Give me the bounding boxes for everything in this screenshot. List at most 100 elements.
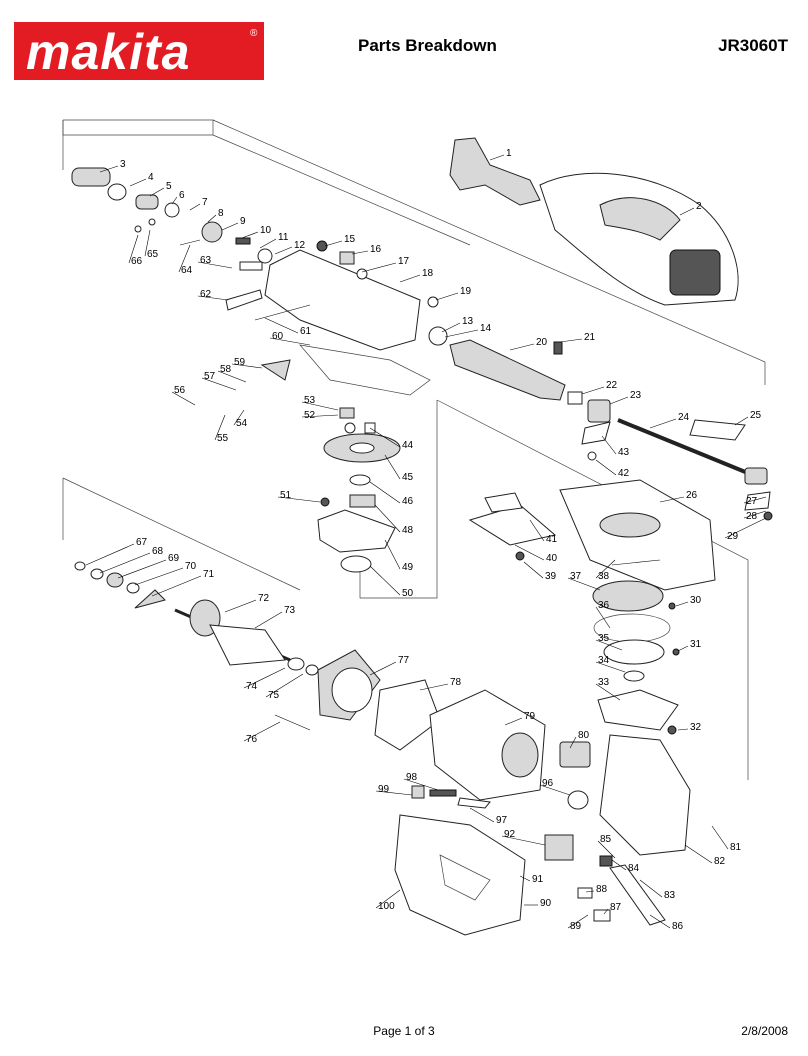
leader-line — [601, 435, 617, 455]
page-number: Page 1 of 3 — [373, 1024, 435, 1038]
callout-number: 75 — [268, 690, 280, 701]
leader-line — [171, 196, 178, 205]
callout-44: 44 — [369, 427, 414, 451]
callout-8: 8 — [207, 208, 224, 223]
leader-line — [501, 835, 546, 846]
callout-2: 2 — [679, 201, 702, 216]
leader-line — [384, 539, 401, 570]
callout-63: 63 — [197, 255, 233, 269]
callout-number: 69 — [168, 553, 180, 564]
callout-number: 78 — [450, 677, 462, 688]
callout-60: 60 — [269, 331, 311, 346]
callout-40: 40 — [514, 544, 558, 564]
leader-line — [99, 552, 151, 574]
leader-line — [224, 599, 257, 613]
callout-number: 49 — [402, 562, 414, 573]
callout-number: 24 — [678, 412, 690, 423]
callout-97: 97 — [469, 807, 508, 826]
leader-line — [324, 240, 343, 247]
callout-14: 14 — [444, 323, 492, 338]
callout-29: 29 — [724, 517, 767, 542]
leader-line — [201, 377, 237, 391]
callout-48: 48 — [374, 504, 414, 536]
leader-line — [197, 261, 233, 269]
leader-line — [659, 496, 685, 503]
callout-number: 34 — [598, 655, 610, 666]
leader-line — [269, 337, 311, 346]
handle-100 — [394, 814, 526, 936]
leader-line — [274, 246, 293, 255]
callout-55: 55 — [214, 414, 229, 444]
callout-96: 96 — [539, 778, 571, 796]
armature-72 — [74, 561, 319, 676]
bearing-box-26 — [468, 479, 773, 591]
leader-line — [444, 329, 479, 338]
leader-line — [197, 295, 229, 301]
callout-number: 56 — [174, 385, 186, 396]
leader-line — [351, 250, 369, 255]
callout-76: 76 — [243, 721, 281, 745]
callout-number: 43 — [618, 447, 630, 458]
leader-line — [243, 667, 286, 689]
leader-line — [369, 565, 401, 596]
callout-30: 30 — [675, 595, 702, 607]
leader-line — [509, 343, 535, 351]
callout-number: 82 — [714, 856, 726, 867]
callout-88: 88 — [585, 884, 608, 895]
callout-number: 26 — [686, 490, 698, 501]
callout-number: 98 — [406, 772, 418, 783]
callout-number: 90 — [540, 898, 552, 909]
callout-81: 81 — [711, 825, 742, 853]
callout-number: 31 — [690, 639, 702, 650]
callout-90: 90 — [524, 898, 552, 909]
leader-line — [301, 414, 339, 418]
callout-number: 55 — [217, 433, 229, 444]
callout-15: 15 — [324, 234, 356, 247]
leader-line — [419, 683, 449, 691]
leader-line — [504, 717, 523, 726]
callout-number: 12 — [294, 240, 306, 251]
callout-number: 72 — [258, 593, 270, 604]
callout-number: 10 — [260, 225, 272, 236]
callout-number: 20 — [536, 337, 548, 348]
leader-line — [134, 567, 184, 586]
leader-line — [369, 661, 397, 676]
callout-number: 91 — [532, 874, 544, 885]
leader-line — [529, 519, 545, 542]
callout-85: 85 — [597, 834, 616, 859]
callout-number: 81 — [730, 842, 742, 853]
leader-line — [597, 840, 616, 859]
callout-26: 26 — [659, 490, 698, 503]
callout-51: 51 — [277, 490, 321, 503]
callout-3: 3 — [99, 159, 126, 173]
leader-line — [441, 322, 461, 333]
leader-line — [603, 908, 609, 915]
callout-62: 62 — [197, 289, 229, 301]
leader-line — [374, 504, 401, 533]
leader-line — [724, 517, 767, 539]
callout-25: 25 — [734, 410, 762, 426]
callout-92: 92 — [501, 829, 546, 846]
callout-number: 17 — [398, 256, 410, 267]
callout-99: 99 — [375, 784, 413, 796]
callout-58: 58 — [217, 364, 247, 383]
leader-line — [384, 454, 401, 480]
callout-number: 19 — [460, 286, 472, 297]
callout-23: 23 — [609, 390, 642, 405]
callout-number: 38 — [598, 571, 610, 582]
callout-16: 16 — [351, 244, 382, 255]
registered-mark: ® — [250, 28, 258, 39]
callout-number: 9 — [240, 216, 246, 227]
callout-number: 18 — [422, 268, 434, 279]
callout-83: 83 — [639, 879, 676, 901]
leader-line — [277, 496, 321, 503]
callout-number: 5 — [166, 181, 172, 192]
leader-line — [361, 262, 397, 273]
callout-number: 7 — [202, 197, 208, 208]
callout-7: 7 — [189, 197, 208, 211]
callout-number: 15 — [344, 234, 356, 245]
leader-line — [369, 427, 401, 448]
leader-line — [369, 481, 401, 504]
callout-11: 11 — [259, 232, 289, 249]
callout-number: 63 — [200, 255, 212, 266]
